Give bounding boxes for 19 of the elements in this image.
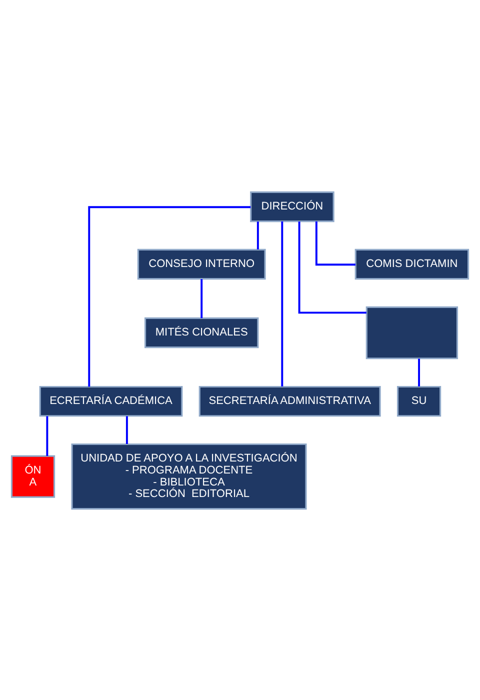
connector [88, 206, 251, 386]
connector [256, 221, 259, 249]
node-box [366, 306, 458, 359]
node-box: DIRECCIÓN [250, 190, 334, 222]
connector [46, 416, 48, 456]
node-box: CONSEJO INTERNO [137, 248, 266, 280]
node-box: COMIS DICTAMIN [354, 248, 470, 280]
node-box: ECRETARÍA CADÉMICA [39, 385, 183, 416]
connector [200, 278, 203, 318]
node-box: MITÉS CIONALES [144, 316, 259, 348]
node-box: SU [396, 385, 442, 416]
node-box: SECRETARÍA ADMINISTRATIVA [198, 385, 381, 416]
connector [315, 220, 356, 266]
node-box: ÓN A [10, 454, 56, 498]
node-box: UNIDAD DE APOYO A LA INVESTIGACIÓN - PROGRAMA DOCENTE - BIBLIOTECA - SECCIÓN EDITORIAL [71, 442, 307, 510]
connector [418, 358, 420, 386]
connector [126, 416, 128, 444]
connector [281, 220, 284, 386]
connector [298, 220, 366, 314]
